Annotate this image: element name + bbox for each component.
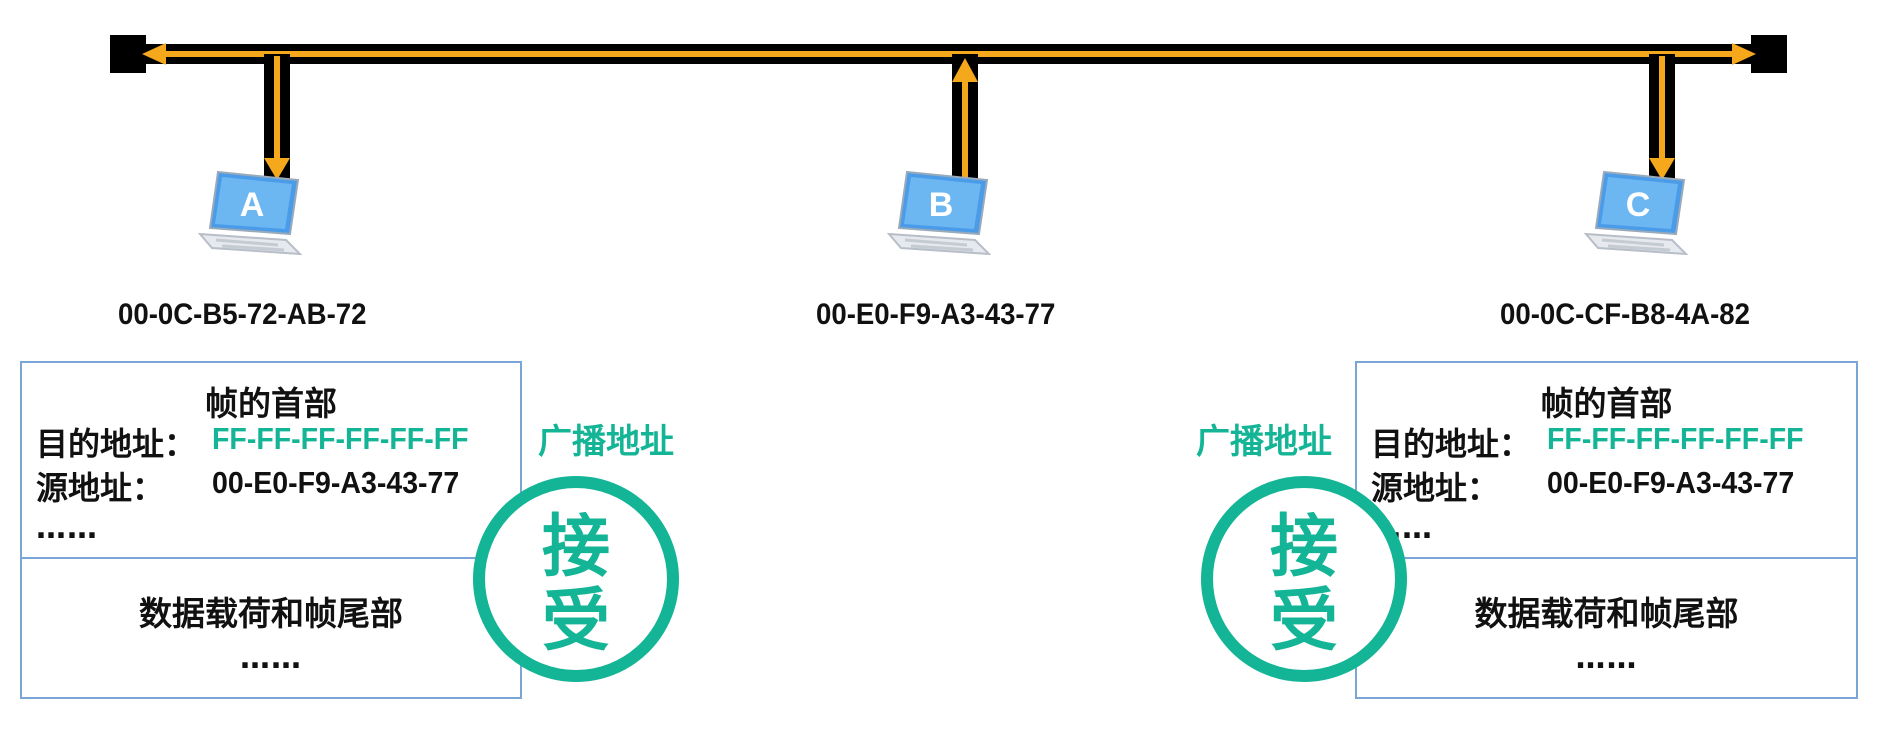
dest-value: FF-FF-FF-FF-FF-FF <box>1547 421 1804 456</box>
accept-char-2: 受 <box>1269 582 1338 661</box>
host-letter-b: B <box>929 186 954 224</box>
src-value: 00-E0-F9-A3-43-77 <box>1547 465 1795 500</box>
signal-arrow-right <box>1732 43 1756 65</box>
payload-ellipsis: …… <box>240 641 302 676</box>
frame-box-left: 帧的首部 目的地址： FF-FF-FF-FF-FF-FF 源地址： 00-E0-… <box>20 361 522 699</box>
accept-stamp-right: 接 受 <box>1201 476 1407 682</box>
laptop-icon-c[interactable]: C <box>1584 168 1688 260</box>
laptop-icon-a[interactable]: A <box>198 168 302 260</box>
frame-payload-left: 数据载荷和帧尾部 …… <box>22 557 520 697</box>
accept-stamp-left: 接 受 <box>473 476 679 682</box>
dest-label: 目的地址： <box>36 425 197 463</box>
host-letter-c: C <box>1626 186 1651 224</box>
payload-title: 数据载荷和帧尾部 <box>1474 594 1739 633</box>
frame-header-title: 帧的首部 <box>205 384 337 423</box>
accept-char-2: 受 <box>541 582 610 661</box>
mac-address-a: 00-0C-B5-72-AB-72 <box>118 298 367 331</box>
signal-arrow-left <box>142 43 166 65</box>
signal-arrow-up-b <box>952 58 978 82</box>
frame-header-title: 帧的首部 <box>1540 384 1673 423</box>
frame-header-right: 帧的首部 目的地址： FF-FF-FF-FF-FF-FF 源地址： 00-E0-… <box>1357 363 1856 559</box>
src-label: 源地址： <box>1371 469 1500 507</box>
payload-title: 数据载荷和帧尾部 <box>139 594 403 633</box>
accept-char-1: 接 <box>541 508 610 587</box>
mac-address-c: 00-0C-CF-B8-4A-82 <box>1500 298 1750 331</box>
signal-arrow-down-c <box>1649 158 1675 180</box>
dest-value: FF-FF-FF-FF-FF-FF <box>212 421 469 456</box>
signal-arrow-down-a <box>264 158 290 180</box>
laptop-icon-b[interactable]: B <box>887 168 991 260</box>
broadcast-label-left: 广播地址 <box>538 422 674 462</box>
payload-ellipsis: …… <box>1575 641 1638 676</box>
host-letter-a: A <box>240 186 265 224</box>
frame-box-right: 帧的首部 目的地址： FF-FF-FF-FF-FF-FF 源地址： 00-E0-… <box>1355 361 1858 699</box>
accept-char-1: 接 <box>1269 508 1338 587</box>
src-label: 源地址： <box>36 469 165 507</box>
src-value: 00-E0-F9-A3-43-77 <box>212 465 460 500</box>
dest-label: 目的地址： <box>1371 425 1532 463</box>
frame-payload-right: 数据载荷和帧尾部 …… <box>1357 557 1856 697</box>
broadcast-label-right: 广播地址 <box>1196 422 1332 462</box>
mac-address-b: 00-E0-F9-A3-43-77 <box>816 298 1056 331</box>
frame-header-left: 帧的首部 目的地址： FF-FF-FF-FF-FF-FF 源地址： 00-E0-… <box>22 363 520 559</box>
header-ellipsis: …… <box>36 511 98 546</box>
